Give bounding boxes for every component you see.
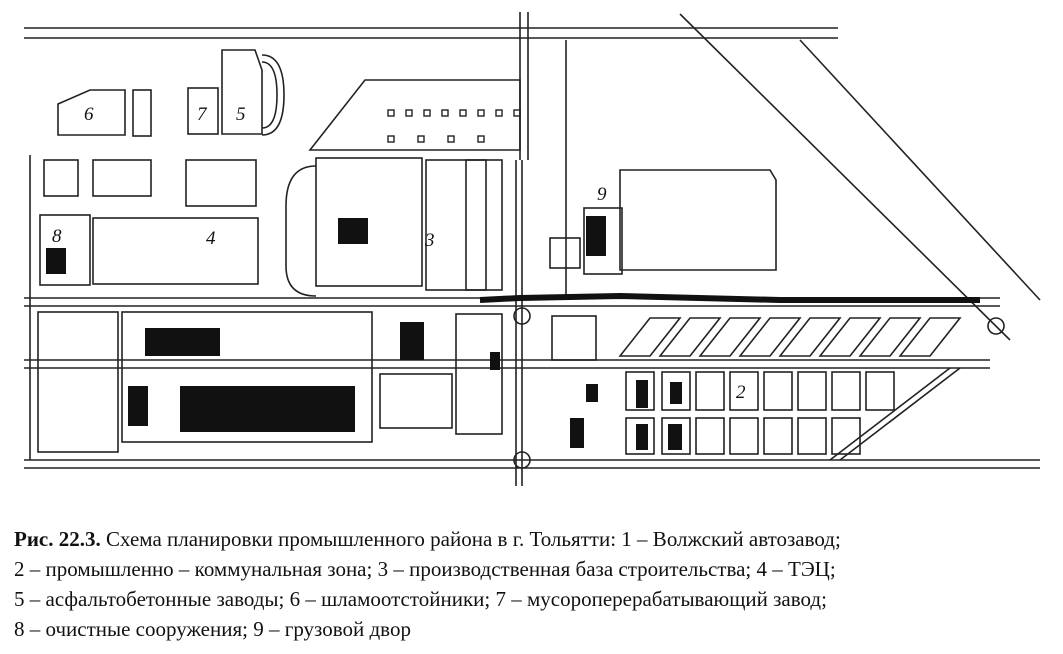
zone-label-6: 6 <box>84 104 94 125</box>
caption-line-3: 5 – асфальтобетонные заводы; 6 – шламоот… <box>14 587 827 611</box>
zone-label-7: 7 <box>197 104 208 125</box>
zone-label-3: 3 <box>424 230 435 251</box>
caption-line-1: Рис. 22.3. Схема планировки промышленног… <box>14 524 1054 554</box>
zone-label-4: 4 <box>206 228 216 249</box>
zone-label-5: 5 <box>236 104 246 125</box>
figure-caption: Рис. 22.3. Схема планировки промышленног… <box>14 524 1054 644</box>
zone-label-9: 9 <box>597 184 607 205</box>
zone-label-1: 1 <box>292 394 302 415</box>
caption-line-1-text: Схема планировки промышленного района в … <box>100 527 841 551</box>
zone-label-8: 8 <box>52 226 62 247</box>
zone-label-2: 2 <box>736 382 746 403</box>
caption-prefix: Рис. 22.3. <box>14 527 101 551</box>
caption-line-4: 8 – очистные сооружения; 9 – грузовой дв… <box>14 617 411 641</box>
site-plan-diagram: 6 7 5 8 4 3 9 1 2 <box>24 12 1041 486</box>
caption-line-2: 2 – промышленно – коммунальная зона; 3 –… <box>14 557 836 581</box>
